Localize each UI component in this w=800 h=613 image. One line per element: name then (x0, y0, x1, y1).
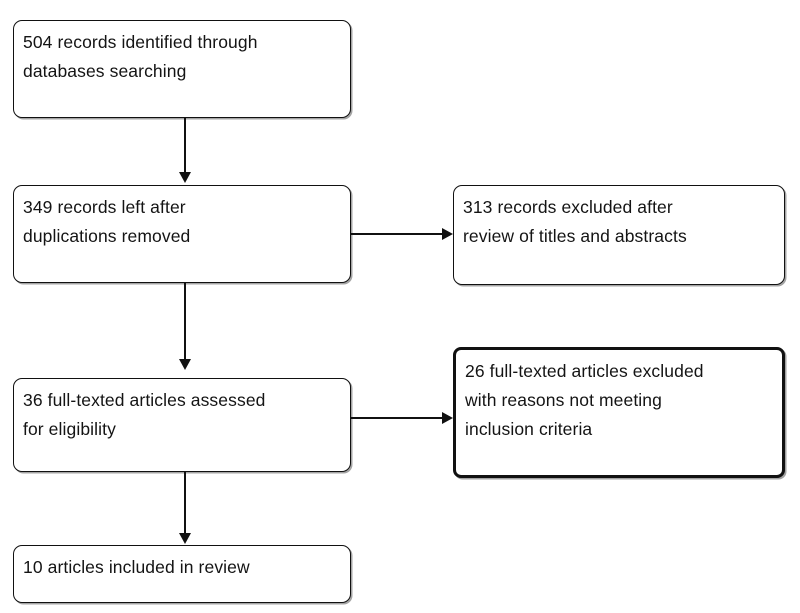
connector-full-text-assessed-to-full-text-excluded (351, 417, 444, 419)
arrowhead-right-to-records-excluded (442, 228, 453, 240)
box-records-identified: 504 records identified through databases… (13, 20, 351, 118)
connector-full-text-assessed-to-included (184, 472, 186, 535)
box-records-excluded: 313 records excluded after review of tit… (453, 185, 785, 285)
arrowhead-down-to-after-duplicates (179, 172, 191, 183)
box-articles-included: 10 articles included in review (13, 545, 351, 603)
connector-after-duplicates-to-full-text-assessed (184, 283, 186, 361)
arrowhead-down-to-full-text-assessed (179, 359, 191, 370)
connector-identification-to-after-duplicates (184, 118, 186, 174)
arrowhead-down-to-included (179, 533, 191, 544)
box-records-after-duplicates: 349 records left after duplications remo… (13, 185, 351, 283)
box-full-text-excluded: 26 full-texted articles excluded with re… (453, 347, 785, 478)
arrowhead-right-to-full-text-excluded (442, 412, 453, 424)
box-full-text-assessed: 36 full-texted articles assessed for eli… (13, 378, 351, 472)
connector-after-duplicates-to-records-excluded (351, 233, 444, 235)
